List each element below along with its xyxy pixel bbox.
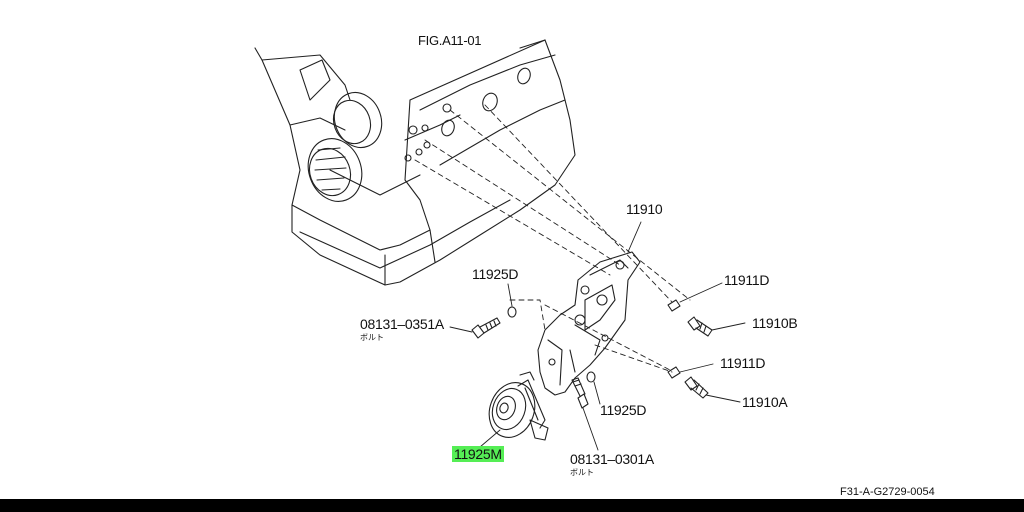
tensioner-bracket: [537, 251, 641, 396]
washers-and-clips: [507, 299, 681, 383]
bolt-08131-0301a: [571, 377, 589, 409]
bolt-11910a: [684, 376, 709, 399]
leader-lines: [449, 221, 746, 451]
part-sub-08131-0301a: ボルト: [570, 468, 594, 477]
part-label-11925m-highlighted[interactable]: 11925M: [452, 446, 504, 462]
part-label-11911d-mid[interactable]: 11911D: [720, 355, 766, 371]
part-label-11925d-low[interactable]: 11925D: [600, 402, 647, 418]
footer-code: F31-A-G2729-0054: [840, 486, 935, 498]
part-label-11910b[interactable]: 11910B: [752, 315, 798, 331]
bolt-11910b: [687, 316, 713, 337]
figure-reference: FIG.A11-01: [418, 33, 482, 48]
part-label-11910a[interactable]: 11910A: [742, 394, 788, 410]
part-label-11910[interactable]: 11910: [626, 201, 663, 217]
bolt-08131-0351a: [471, 317, 501, 339]
part-sub-08131-0351a: ボルト: [360, 333, 384, 342]
bottom-bar: [0, 499, 1024, 512]
part-label-08131-0351a[interactable]: 08131–0351A: [360, 316, 444, 332]
part-label-11911d-top[interactable]: 11911D: [724, 272, 770, 288]
idler-pulley: [488, 371, 549, 441]
engine-block: [254, 39, 576, 286]
part-label-11925d-top[interactable]: 11925D: [472, 266, 519, 282]
alignment-guides: [414, 104, 691, 373]
part-label-08131-0301a[interactable]: 08131–0301A: [570, 451, 654, 467]
